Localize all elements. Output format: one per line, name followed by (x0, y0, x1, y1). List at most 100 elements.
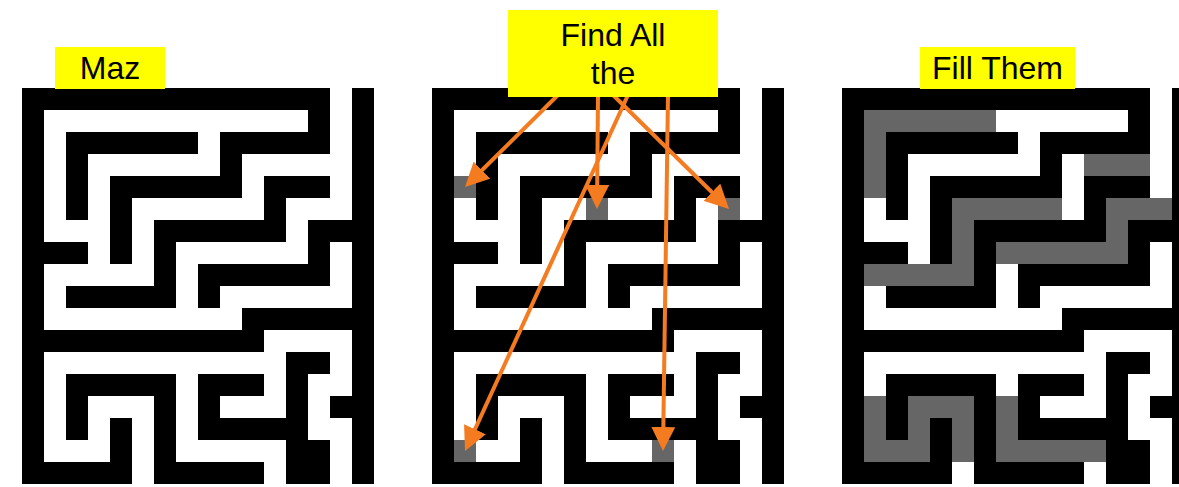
maze-cell (476, 242, 498, 264)
maze-cell (974, 242, 996, 264)
maze-cell (908, 88, 930, 110)
maze-cell (864, 462, 886, 484)
maze-cell (22, 198, 44, 220)
maze-cell (886, 198, 908, 220)
maze-cell (22, 440, 44, 462)
maze-cell (352, 198, 374, 220)
maze-cell (930, 264, 952, 286)
maze-cell (1040, 440, 1062, 462)
maze-cell (308, 264, 330, 286)
maze-cell (88, 88, 110, 110)
maze-cell (220, 88, 242, 110)
maze-cell (674, 308, 696, 330)
maze-cell (432, 198, 454, 220)
maze-cell (608, 396, 630, 418)
maze-cell (952, 132, 974, 154)
maze-cell (952, 374, 974, 396)
maze (432, 88, 784, 484)
maze-cell (110, 132, 132, 154)
maze-cell (198, 264, 220, 286)
maze-cell (198, 330, 220, 352)
maze-cell (908, 330, 930, 352)
maze-cell (1040, 418, 1062, 440)
maze-cell (842, 462, 864, 484)
maze-cell (564, 374, 586, 396)
maze-cell (286, 462, 308, 484)
maze-cell (66, 154, 88, 176)
maze-cell (1040, 330, 1062, 352)
maze-cell (864, 110, 886, 132)
maze-cell (1128, 264, 1150, 286)
maze-cell (1106, 176, 1128, 198)
maze-cell (198, 176, 220, 198)
maze-cell (930, 242, 952, 264)
maze-cell (454, 440, 476, 462)
maze-cell (974, 462, 996, 484)
maze-cell (432, 440, 454, 462)
maze-cell (864, 330, 886, 352)
maze-cell (220, 374, 242, 396)
maze-cell (110, 374, 132, 396)
maze-cell (1062, 220, 1084, 242)
maze-cell (1172, 352, 1179, 374)
leader-arrow (663, 95, 668, 445)
maze-cell (1172, 88, 1179, 110)
maze-cell (44, 462, 66, 484)
maze-cell (608, 264, 630, 286)
maze-cell (542, 176, 564, 198)
maze-cell (1128, 308, 1150, 330)
maze-cell (454, 88, 476, 110)
maze-cell (842, 110, 864, 132)
maze-cell (220, 154, 242, 176)
maze-cell (1106, 132, 1128, 154)
maze-cell (974, 132, 996, 154)
maze-cell (842, 330, 864, 352)
maze-cell (1106, 308, 1128, 330)
maze-cell (564, 264, 586, 286)
maze-cell (476, 286, 498, 308)
maze-cell (1172, 154, 1179, 176)
maze-cell (542, 330, 564, 352)
maze-cell (908, 110, 930, 132)
maze-cell (886, 242, 908, 264)
maze-cell (520, 132, 542, 154)
maze-cell (996, 198, 1018, 220)
maze-cell (1172, 264, 1179, 286)
maze-cell (66, 418, 88, 440)
maze-cell (1062, 330, 1084, 352)
maze-cell (110, 198, 132, 220)
maze-cell (674, 132, 696, 154)
maze-cell (498, 462, 520, 484)
maze-cell (476, 132, 498, 154)
maze-cell (996, 330, 1018, 352)
maze-cell (1172, 330, 1179, 352)
maze-cell (1040, 242, 1062, 264)
maze-cell (952, 176, 974, 198)
maze-cell (952, 198, 974, 220)
maze-cell (652, 462, 674, 484)
maze-cell (1128, 154, 1150, 176)
maze-cell (718, 110, 740, 132)
maze-cell (154, 462, 176, 484)
maze-cell (996, 132, 1018, 154)
maze-cell (1128, 440, 1150, 462)
maze-cell (154, 264, 176, 286)
maze-cell (286, 176, 308, 198)
maze-cell (996, 396, 1018, 418)
maze-cell (264, 88, 286, 110)
maze-cell (1128, 110, 1150, 132)
box-label: Fill Them (932, 49, 1063, 87)
maze-cell (198, 374, 220, 396)
maze-cell (198, 220, 220, 242)
maze-cell (132, 330, 154, 352)
maze-cell (608, 286, 630, 308)
maze-cell (1172, 176, 1179, 198)
maze-cell (66, 330, 88, 352)
maze-cell (154, 330, 176, 352)
maze-cell (930, 462, 952, 484)
maze-cell (842, 242, 864, 264)
maze-cell (564, 132, 586, 154)
maze-cell (88, 330, 110, 352)
maze-cell (762, 154, 784, 176)
maze-cell (154, 286, 176, 308)
